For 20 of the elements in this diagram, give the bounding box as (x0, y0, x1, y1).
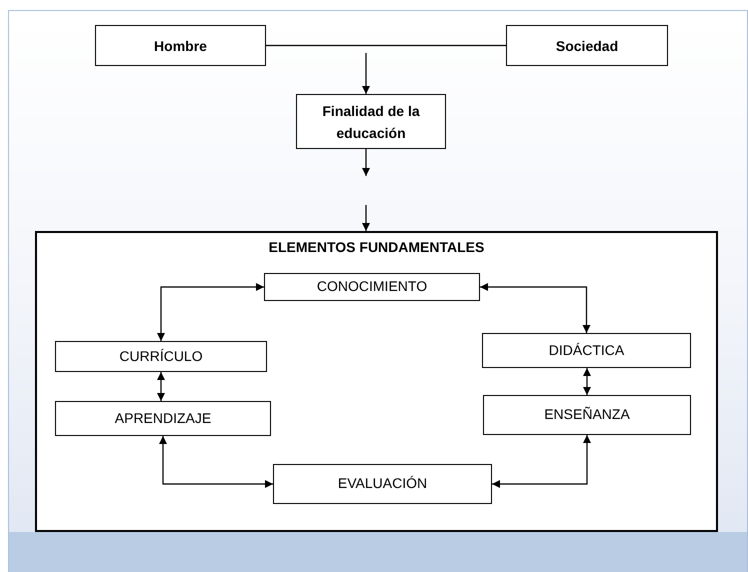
group-heading: ELEMENTOS FUNDAMENTALES (268, 239, 486, 256)
concept-box: Hombre (95, 25, 266, 66)
connector-arrow (480, 283, 590, 333)
connector-arrow (159, 436, 273, 488)
connector-arrow (362, 205, 370, 231)
connector-arrow (362, 53, 370, 94)
concept-box: APRENDIZAJE (55, 401, 271, 436)
concept-box: CONOCIMIENTO (264, 273, 480, 301)
concept-box: DIDÁCTICA (482, 333, 691, 368)
concept-box: ENSEÑANZA (483, 395, 691, 435)
connector-arrow (492, 435, 591, 488)
concept-box: Finalidad de la educación (296, 94, 446, 149)
group-frame (35, 231, 718, 532)
connector-arrow (583, 368, 591, 395)
connector-arrow (157, 283, 264, 341)
connector-arrow (362, 149, 370, 176)
connector-arrow (157, 372, 165, 401)
concept-box: CURRÍCULO (55, 341, 267, 372)
concept-box: EVALUACIÓN (273, 464, 492, 504)
concept-box: Sociedad (506, 25, 668, 66)
